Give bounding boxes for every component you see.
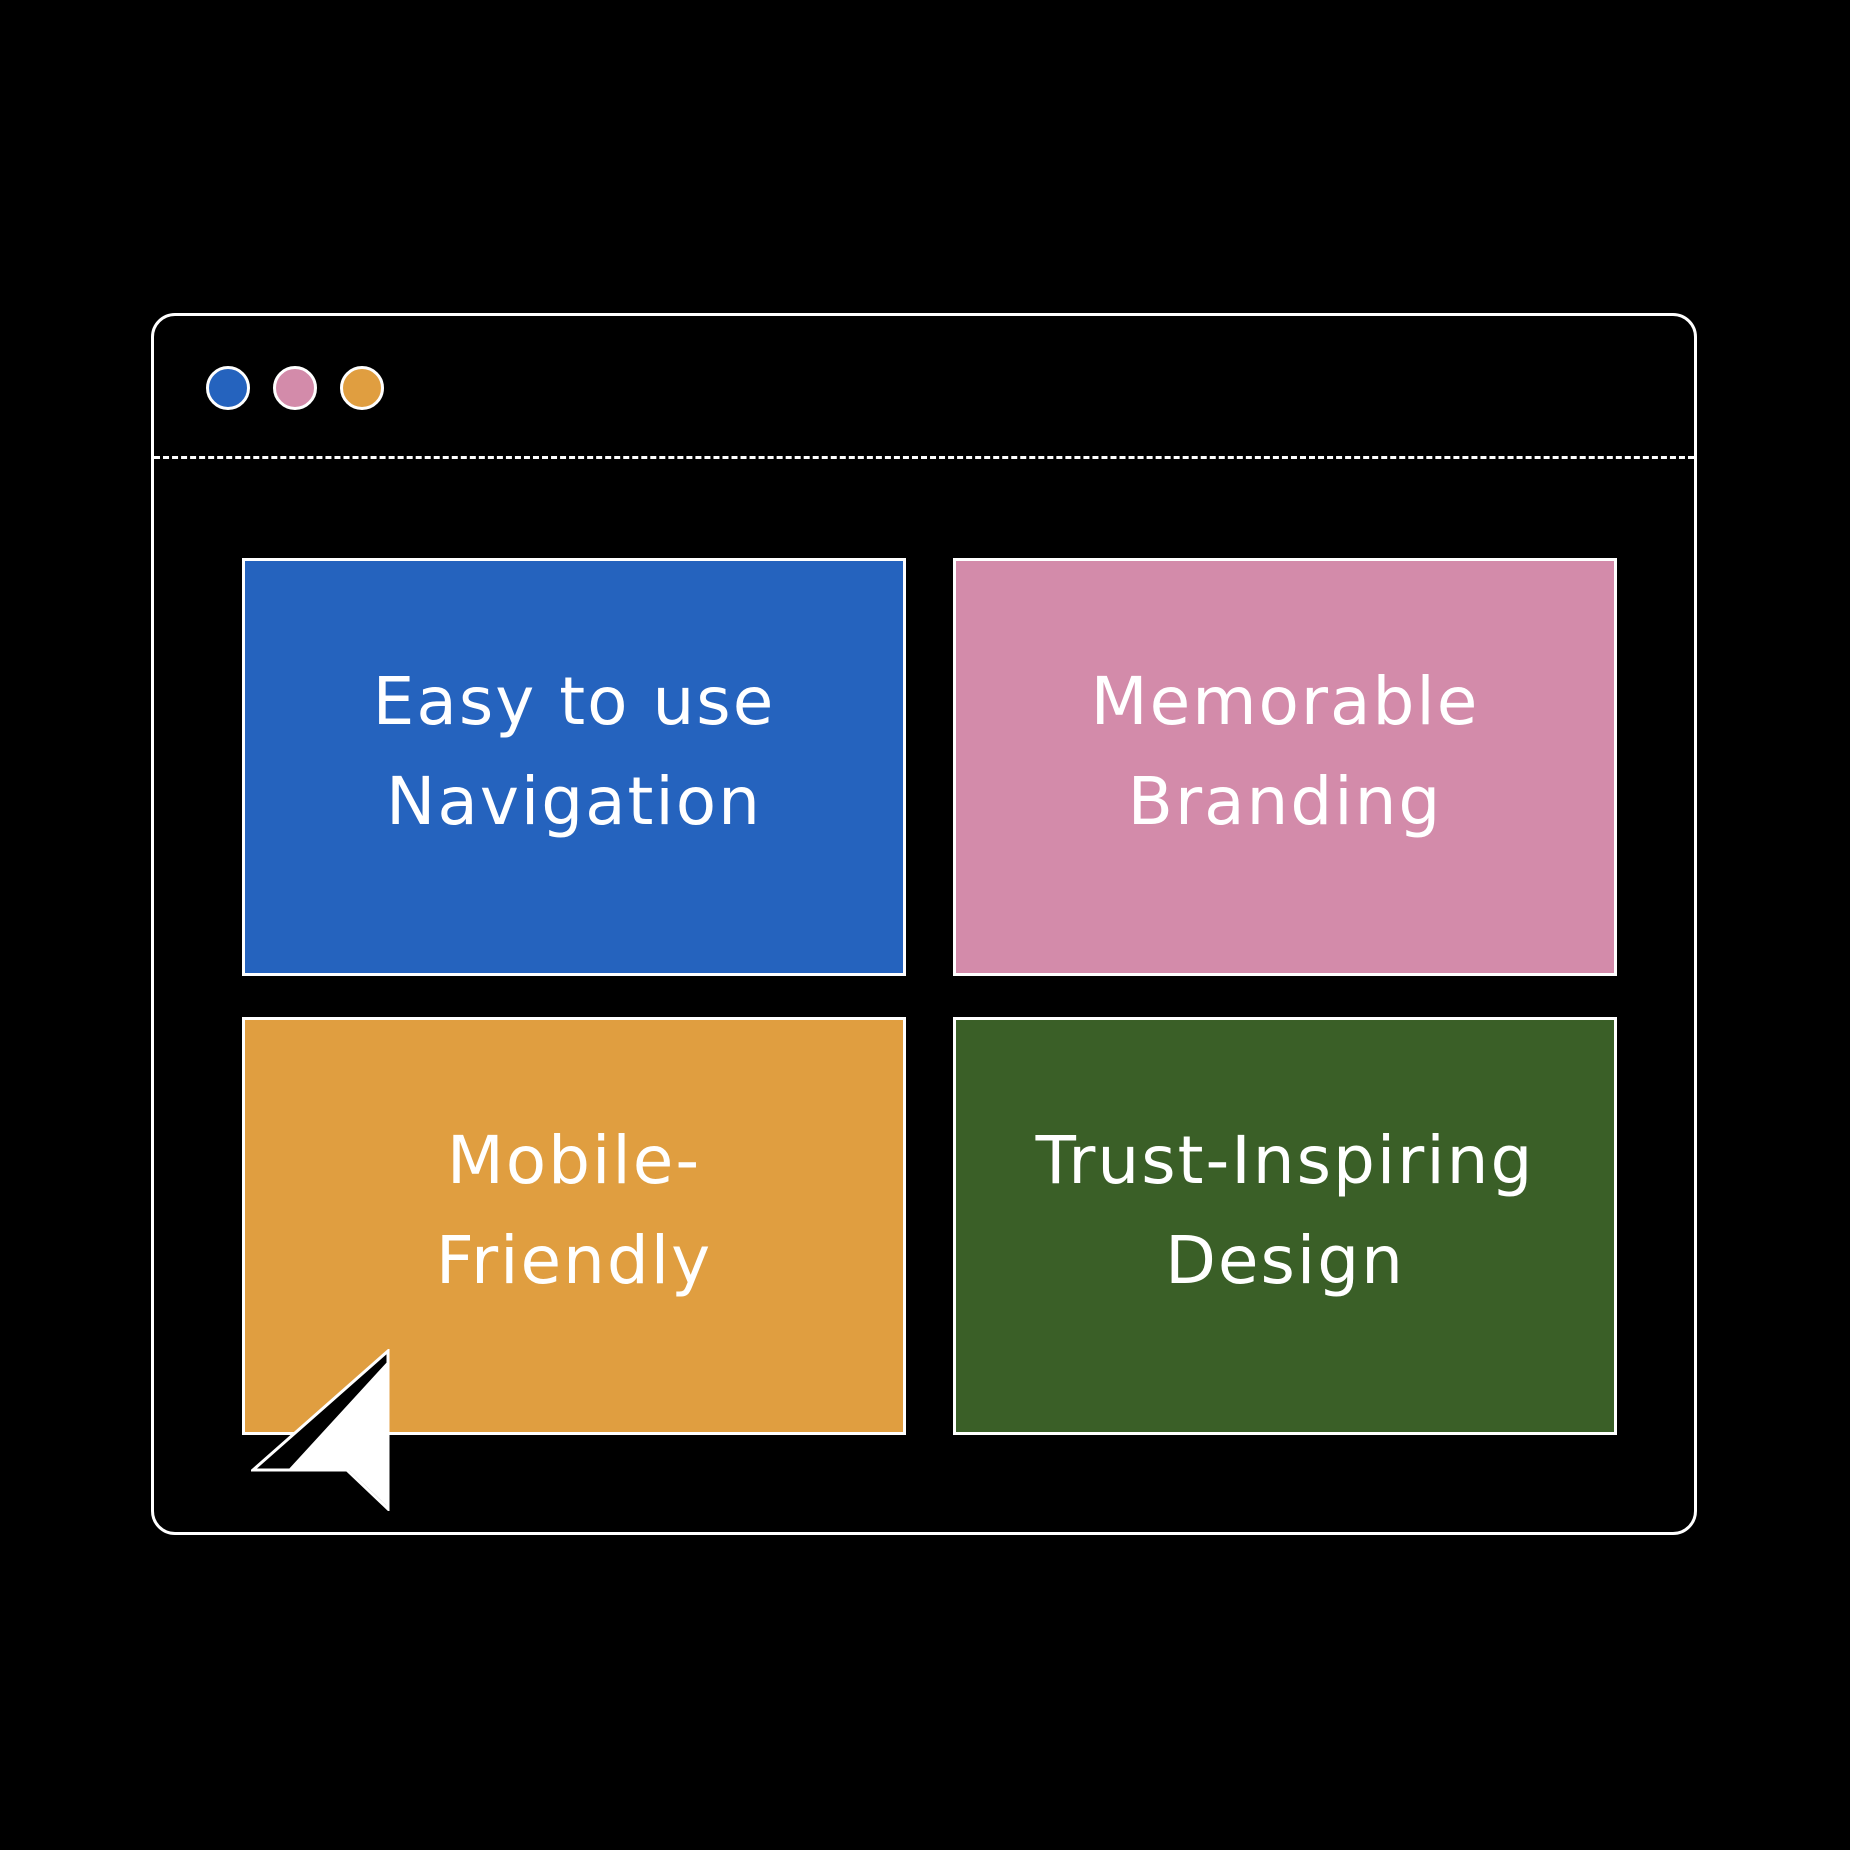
card-title-line-1: Easy to use [372,663,776,740]
mouse-pointer-icon [251,1349,390,1511]
card-title-line-1: Trust-Inspiring [1035,1122,1535,1199]
card-easy-navigation[interactable]: Easy to use Navigation [242,558,906,976]
card-title-line-2: Navigation [386,763,762,840]
window-button-blue[interactable] [206,366,250,410]
card-mobile-friendly[interactable]: Mobile- Friendly [242,1017,906,1435]
browser-window: Easy to use Navigation Memorable Brandin… [151,313,1697,1535]
card-title-line-2: Branding [1127,763,1443,840]
card-title-line-2: Design [1165,1222,1405,1299]
window-button-pink[interactable] [273,366,317,410]
card-trust-inspiring-design[interactable]: Trust-Inspiring Design [953,1017,1617,1435]
card-memorable-branding[interactable]: Memorable Branding [953,558,1617,976]
card-title-line-1: Memorable [1090,663,1480,740]
window-titlebar [154,316,1694,459]
card-title-line-1: Mobile- [446,1122,702,1199]
card-title-line-2: Friendly [435,1222,713,1299]
window-button-orange[interactable] [340,366,384,410]
